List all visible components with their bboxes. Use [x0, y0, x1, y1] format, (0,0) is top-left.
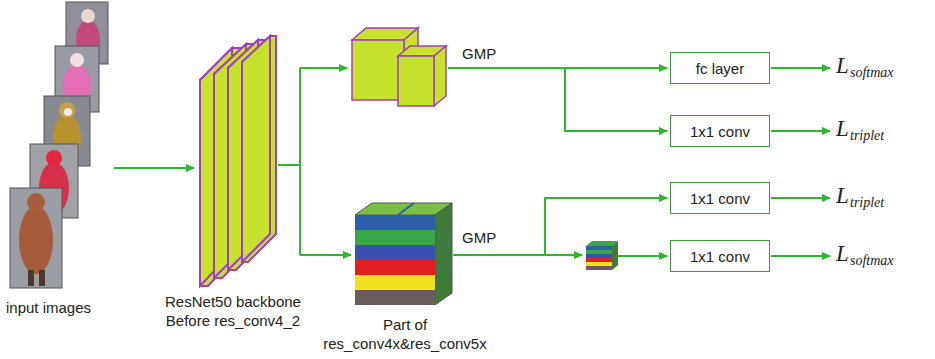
operation-label: GMP [462, 44, 496, 63]
process-box: 1x1 conv [670, 182, 770, 214]
process-box: 1x1 conv [670, 240, 770, 272]
global-branch-features [352, 28, 446, 106]
loss-subscript: softmax [850, 65, 894, 80]
loss-subscript: softmax [850, 253, 894, 268]
input-images [10, 2, 108, 288]
loss-symbol: L [836, 54, 849, 78]
box-label: fc layer [696, 60, 744, 77]
caption-label: input images [6, 298, 116, 317]
box-label: 1x1 conv [690, 123, 750, 140]
part-branch-features [355, 203, 452, 305]
loss-subscript: triplet [850, 195, 884, 210]
loss-symbol: L [836, 242, 849, 266]
box-label: 1x1 conv [690, 190, 750, 207]
caption-label: Part of res_conv4x&res_conv5x [305, 315, 505, 353]
loss-subscript: triplet [850, 128, 884, 143]
backbone-layers [200, 36, 276, 286]
caption-label: ResNet50 backbone Before res_conv4_2 [148, 292, 318, 330]
loss-symbol: L [836, 117, 849, 141]
operation-label: GMP [462, 228, 496, 247]
part-features-stack [586, 241, 618, 270]
loss-symbol: L [836, 184, 849, 208]
process-box: 1x1 conv [670, 115, 770, 147]
process-box: fc layer [670, 52, 770, 84]
box-label: 1x1 conv [690, 248, 750, 265]
